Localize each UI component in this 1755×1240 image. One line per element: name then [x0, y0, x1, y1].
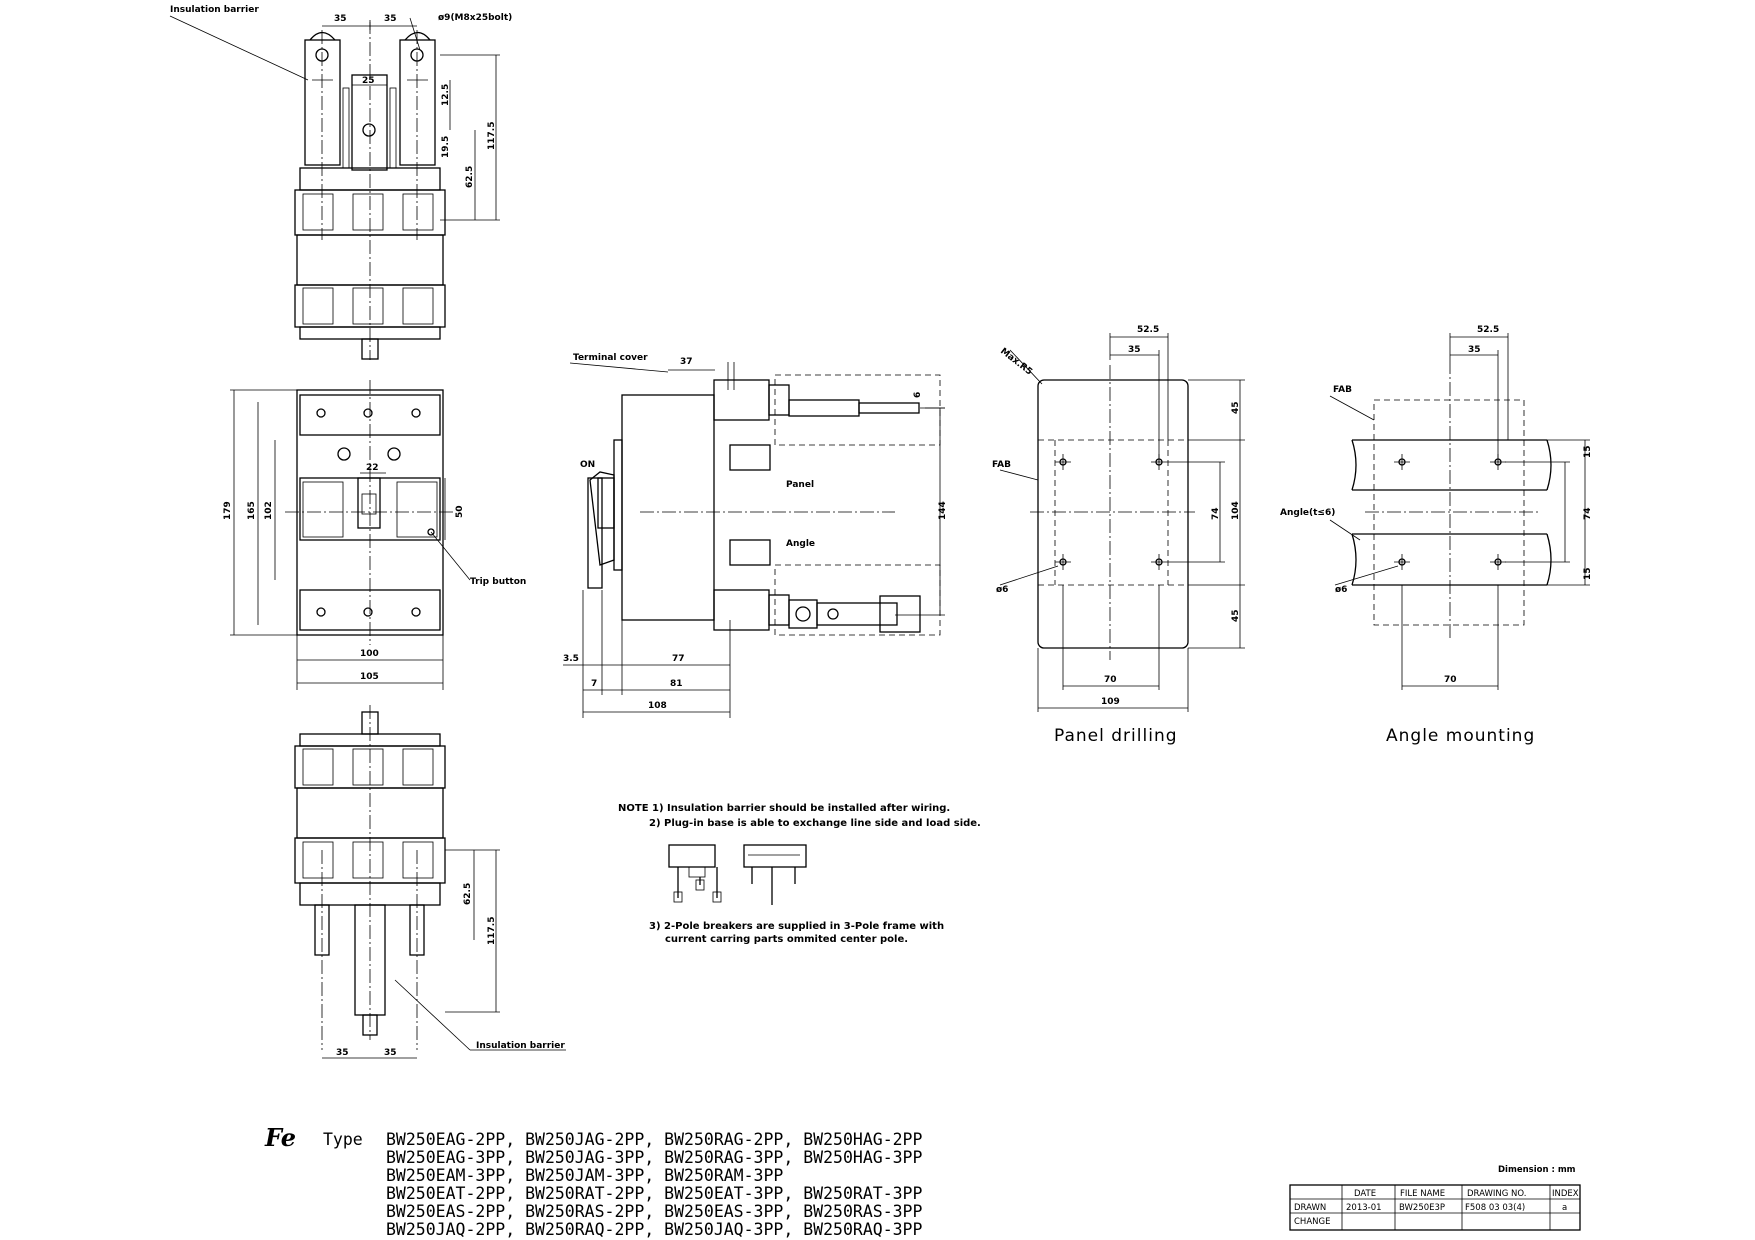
tb-drawn-date: 2013-01: [1346, 1203, 1382, 1213]
angle-mounting-view: [1329, 333, 1590, 690]
dim-top-35b: 35: [384, 14, 397, 24]
angle-mounting-caption: Angle mounting: [1386, 726, 1535, 746]
note-3b: current carring parts ommited center pol…: [665, 934, 908, 945]
panel-drilling-caption: Panel drilling: [1054, 726, 1178, 746]
on-label: ON: [580, 460, 595, 470]
note-1: NOTE 1) Insulation barrier should be ins…: [618, 803, 950, 814]
type-line-5: BW250EAS-2PP, BW250RAS-2PP, BW250EAS-3PP…: [386, 1202, 922, 1221]
fab-label-2: FAB: [1333, 385, 1352, 395]
note-3a: 3) 2-Pole breakers are supplied in 3-Pol…: [649, 921, 944, 932]
type-label: Type: [323, 1130, 363, 1149]
dim-pd-45a: 45: [1231, 401, 1241, 414]
dim-top-19-5: 19.5: [441, 136, 451, 158]
dim-bot-62-5: 62.5: [463, 883, 473, 905]
top-view: [169, 15, 500, 360]
tb-drawn-index: a: [1562, 1203, 1567, 1213]
type-line-3: BW250EAM-3PP, BW250JAM-3PP, BW250RAM-3PP: [386, 1166, 783, 1185]
dim-front-165: 165: [247, 501, 257, 520]
dim-bot-35b: 35: [384, 1048, 397, 1058]
fe-logo: Fe: [264, 1123, 296, 1152]
bolt-label: ø9(M8x25bolt): [438, 13, 512, 23]
side-view: [563, 362, 945, 718]
type-line-4: BW250EAT-2PP, BW250RAT-2PP, BW250EAT-3PP…: [386, 1184, 922, 1203]
dim-am-52-5: 52.5: [1477, 325, 1499, 335]
terminal-cover-label: Terminal cover: [573, 353, 648, 363]
tb-header-index: INDEX: [1552, 1189, 1579, 1199]
tb-drawn-number: F508 03 03(4): [1465, 1203, 1525, 1213]
tb-drawn-label: DRAWN: [1294, 1203, 1326, 1213]
max-r5-label: Max.R5: [998, 346, 1034, 377]
type-line-2: BW250EAG-3PP, BW250JAG-3PP, BW250RAG-3PP…: [386, 1148, 922, 1167]
plug-in-base-sketch: [668, 844, 807, 905]
insulation-barrier-bottom-label: Insulation barrier: [476, 1041, 565, 1051]
dim-front-50: 50: [455, 505, 465, 518]
dim-pd-109: 109: [1101, 697, 1120, 707]
phi6-label-1: ø6: [996, 585, 1008, 595]
front-view: [230, 380, 471, 690]
dim-top-12-5: 12.5: [441, 84, 451, 106]
dim-pd-35: 35: [1128, 345, 1141, 355]
dim-am-35: 35: [1468, 345, 1481, 355]
insulation-barrier-top-label: Insulation barrier: [170, 5, 259, 15]
tb-header-date: DATE: [1354, 1189, 1376, 1199]
dim-side-81: 81: [670, 679, 683, 689]
dim-am-70: 70: [1444, 675, 1457, 685]
title-block: [1289, 1184, 1581, 1231]
dim-bot-117-5: 117.5: [487, 917, 497, 945]
note-2: 2) Plug-in base is able to exchange line…: [649, 818, 981, 829]
tb-change-label: CHANGE: [1294, 1217, 1330, 1227]
dim-side-37: 37: [680, 357, 693, 367]
trip-button-label: Trip button: [470, 577, 526, 587]
dim-side-144: 144: [938, 501, 948, 520]
dim-bot-35a: 35: [336, 1048, 349, 1058]
tb-drawn-file: BW250E3P: [1399, 1203, 1445, 1213]
dim-front-22: 22: [366, 463, 379, 473]
fab-label-1: FAB: [992, 460, 1011, 470]
dim-pd-104: 104: [1231, 501, 1241, 520]
tb-header-file: FILE NAME: [1400, 1189, 1445, 1199]
dim-top-35a: 35: [334, 14, 347, 24]
dim-am-15b: 15: [1583, 567, 1593, 580]
angle-label: Angle: [786, 539, 815, 549]
dim-front-102: 102: [264, 501, 274, 520]
panel-drilling-view: [999, 333, 1245, 712]
type-line-6: BW250JAQ-2PP, BW250RAQ-2PP, BW250JAQ-3PP…: [386, 1220, 922, 1239]
panel-label: Panel: [786, 480, 814, 490]
angle-t-label: Angle(t≤6): [1280, 508, 1335, 518]
dim-pd-45b: 45: [1231, 609, 1241, 622]
dim-top-117-5: 117.5: [487, 122, 497, 150]
dim-pd-52-5: 52.5: [1137, 325, 1159, 335]
dim-top-62-5: 62.5: [465, 166, 475, 188]
dim-pd-74: 74: [1211, 507, 1221, 520]
dim-am-74: 74: [1583, 507, 1593, 520]
svg-text:Fe: Fe: [264, 1123, 296, 1152]
dim-side-7: 7: [591, 679, 597, 689]
dim-front-179: 179: [223, 501, 233, 520]
dim-front-100: 100: [360, 649, 379, 659]
dimension-unit: Dimension : mm: [1498, 1165, 1576, 1175]
dim-side-3-5: 3.5: [563, 654, 579, 664]
dim-am-15a: 15: [1583, 445, 1593, 458]
phi6-label-2: ø6: [1335, 585, 1347, 595]
bottom-view: [294, 705, 566, 1059]
dim-top-25: 25: [362, 76, 375, 86]
dim-side-108: 108: [648, 701, 667, 711]
dim-front-105: 105: [360, 672, 379, 682]
tb-header-drawing: DRAWING NO.: [1467, 1189, 1526, 1199]
dim-side-77: 77: [672, 654, 685, 664]
dim-pd-70: 70: [1104, 675, 1117, 685]
type-line-1: BW250EAG-2PP, BW250JAG-2PP, BW250RAG-2PP…: [386, 1130, 922, 1149]
dim-side-6: 6: [913, 392, 923, 398]
